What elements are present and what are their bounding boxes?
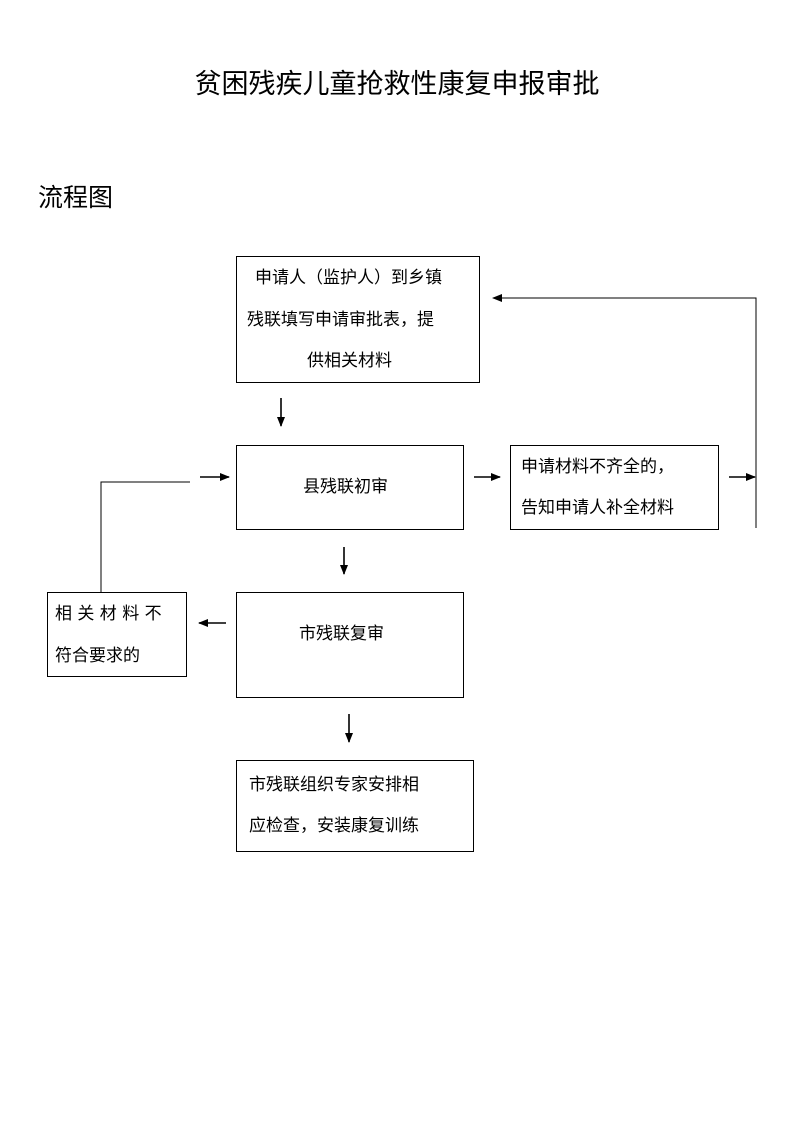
document-title: 贫困残疾儿童抢救性康复申报审批 (194, 69, 600, 100)
node-apply-line-2: 残联填写申请审批表，提 (247, 310, 434, 330)
section-heading: 流程图 (38, 183, 114, 212)
node-city-label: 市残联复审 (299, 624, 384, 644)
node-apply-line-3: 供相关材料 (307, 351, 392, 371)
node-incomplete-line-1: 申请材料不齐全的， (521, 457, 674, 477)
node-city-review: 市残联复审 (236, 592, 464, 698)
node-county-review: 县残联初审 (236, 445, 464, 530)
node-rejected-line-2: 符合要求的 (55, 646, 140, 666)
loop-rejected-line (100, 481, 190, 592)
node-incomplete-line-2: 告知申请人补全材料 (521, 498, 674, 518)
node-county-label: 县残联初审 (303, 477, 388, 497)
loop-back-line (492, 294, 757, 528)
node-apply-line-1: 申请人（监护人）到乡镇 (255, 268, 442, 288)
node-rejected-line-1: 相 关 材 料 不 (55, 604, 162, 624)
node-apply: 申请人（监护人）到乡镇 残联填写申请审批表，提 供相关材料 (236, 256, 480, 383)
node-arrange-line-1: 市残联组织专家安排相 (249, 775, 419, 795)
node-rejected: 相 关 材 料 不 符合要求的 (47, 592, 187, 677)
node-arrange-rehab: 市残联组织专家安排相 应检查，安装康复训练 (236, 760, 474, 852)
node-arrange-line-2: 应检查，安装康复训练 (249, 816, 419, 836)
node-incomplete-materials: 申请材料不齐全的， 告知申请人补全材料 (510, 445, 719, 530)
